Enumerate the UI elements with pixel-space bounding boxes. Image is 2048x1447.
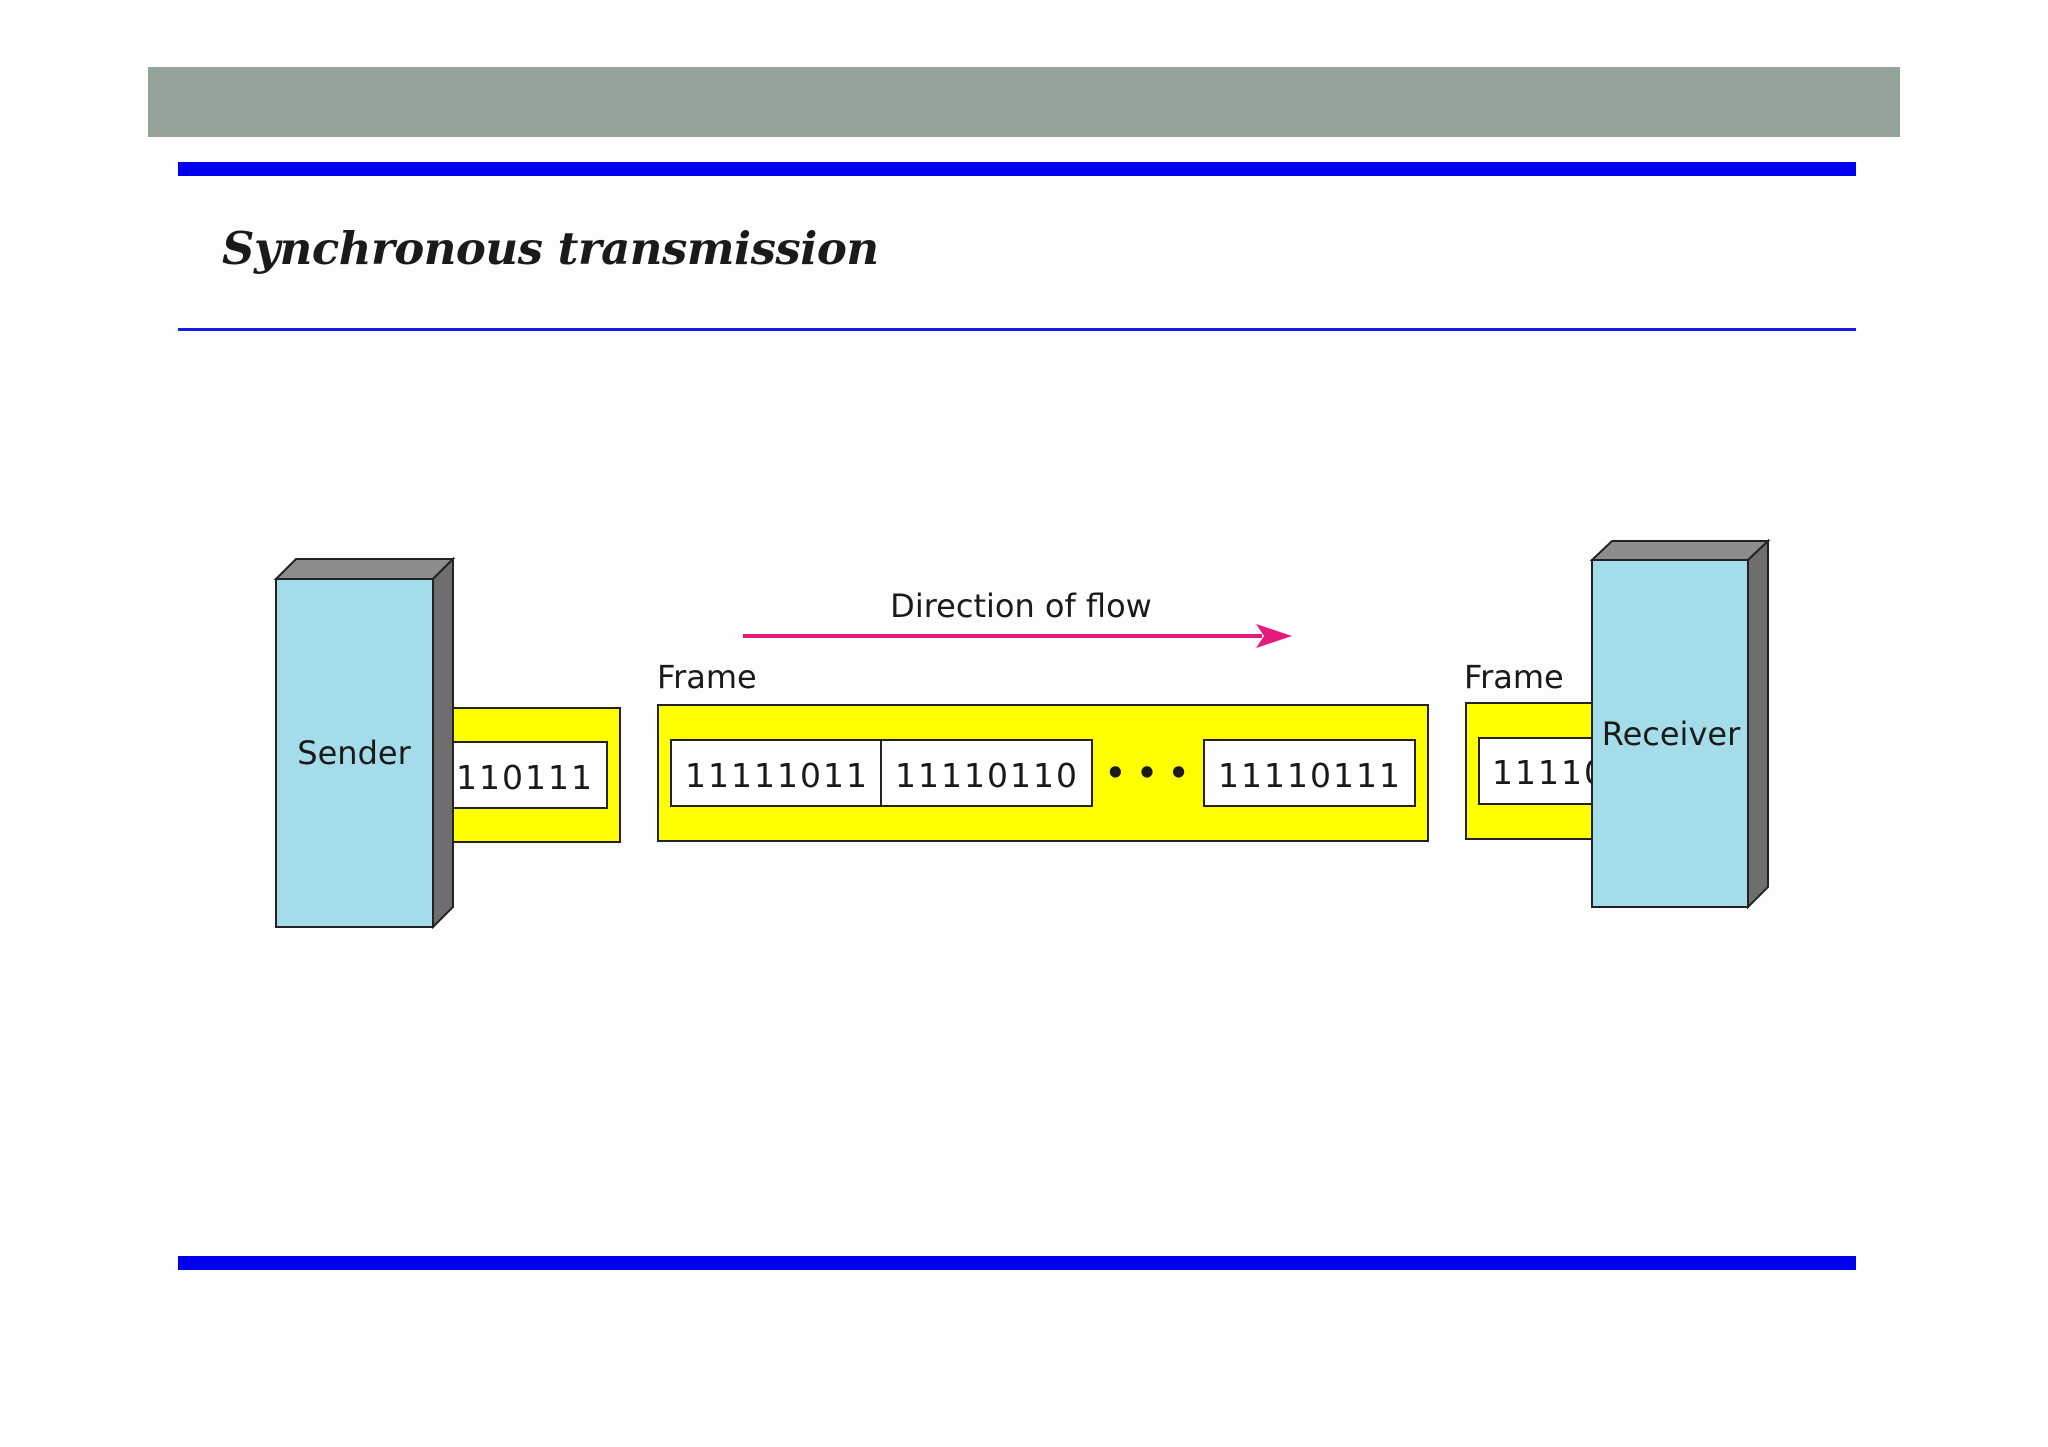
frame-byte-3: 11110111	[1218, 756, 1402, 795]
sender-side-face	[432, 556, 454, 930]
receiver-label: Receiver	[1602, 715, 1741, 753]
byte-cell	[670, 739, 882, 807]
receiver-top-face	[1589, 540, 1771, 561]
sender-partial-byte: 110111	[456, 758, 594, 797]
receiver-frame: 11110	[1465, 702, 1607, 840]
direction-of-flow: Direction of flow	[743, 587, 1292, 648]
receiver-partial-byte: 11110	[1492, 753, 1607, 792]
sender-label: Sender	[297, 734, 411, 772]
direction-label: Direction of flow	[890, 587, 1152, 625]
byte-cell	[1203, 739, 1416, 807]
middle-frame: 11111011 11110110 • • • 11110111	[657, 704, 1429, 842]
frame-label-right: Frame	[1464, 658, 1564, 696]
frame-byte-2: 11110110	[895, 756, 1079, 795]
byte-cell	[880, 739, 1093, 807]
title-rule	[178, 328, 1856, 331]
sender-top-face	[273, 558, 456, 580]
receiver-side-face	[1747, 538, 1769, 910]
receiver-device: Receiver	[1589, 538, 1771, 910]
sender-frame: 110111	[429, 707, 621, 843]
frame-byte-1: 11111011	[685, 756, 869, 795]
frame-label-left: Frame	[657, 658, 757, 696]
bottom-rule	[178, 1256, 1856, 1270]
slide-title: Synchronous transmission	[222, 222, 879, 275]
top-rule	[178, 162, 1856, 176]
flow-arrow-head-icon	[1256, 624, 1292, 648]
receiver-front-face	[1591, 559, 1749, 908]
ellipsis: • • •	[1105, 754, 1189, 792]
sender-front-face	[275, 578, 434, 928]
header-bar	[148, 67, 1900, 137]
sender-device: Sender	[273, 556, 456, 930]
